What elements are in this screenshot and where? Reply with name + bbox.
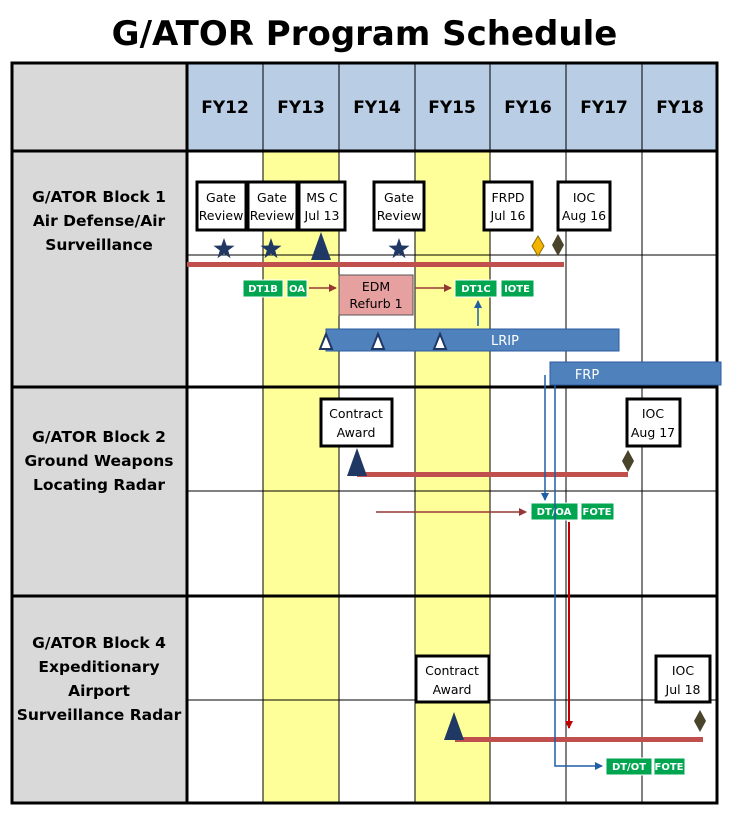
box-line: Contract bbox=[425, 663, 479, 678]
milestone-triangle-icon bbox=[444, 712, 464, 740]
milestone-box-gate-review-3: Gate Review bbox=[372, 180, 426, 232]
fy-label: FY15 bbox=[428, 98, 476, 118]
box-line: Award bbox=[337, 425, 376, 440]
milestone-triangle-icon bbox=[347, 448, 367, 476]
tag-iote: IOTE bbox=[500, 279, 535, 298]
box-line: Jul 13 bbox=[304, 208, 340, 223]
box-line: IOC bbox=[573, 190, 596, 205]
tag-text: IOTE bbox=[504, 284, 530, 295]
open-triangle-icon bbox=[370, 331, 386, 350]
fy-label: FY13 bbox=[277, 98, 325, 118]
box-line: Aug 16 bbox=[562, 208, 606, 223]
star-icon bbox=[213, 238, 235, 259]
frp-bar: FRP bbox=[549, 361, 722, 386]
fy-header-labels: FY12 FY13 FY14 FY15 FY16 FY17 FY18 bbox=[201, 98, 704, 118]
diamond-icon bbox=[552, 234, 564, 256]
milestone-triangle-icon bbox=[311, 232, 331, 260]
fy-label: FY17 bbox=[580, 98, 628, 118]
tag-dt1c: DT1C bbox=[454, 279, 498, 298]
row-label-line: Surveillance bbox=[45, 236, 153, 254]
lrip-label: LRIP bbox=[491, 334, 519, 349]
row-label-line: G/ATOR Block 1 bbox=[32, 188, 166, 206]
diamond-icon bbox=[531, 235, 545, 257]
star-icon bbox=[388, 238, 410, 259]
fy-label: FY14 bbox=[353, 98, 401, 118]
box-line: Jul 18 bbox=[665, 682, 701, 697]
milestone-box-contract-award-b2: Contract Award bbox=[319, 397, 394, 448]
tag-text: FOTE bbox=[583, 507, 612, 518]
edm-refurb-box: EDM Refurb 1 bbox=[338, 274, 414, 316]
row-label-line: Expeditionary bbox=[38, 658, 159, 676]
box-line: Jul 16 bbox=[490, 208, 526, 223]
box-line: IOC bbox=[672, 663, 695, 678]
box-line: Aug 17 bbox=[631, 425, 675, 440]
tag-oa: OA bbox=[286, 279, 308, 298]
box-line: IOC bbox=[642, 406, 665, 421]
page-title: G/ATOR Program Schedule bbox=[111, 14, 618, 54]
block4-schedule-bar bbox=[455, 737, 703, 742]
milestone-box-ioc-block2: IOC Aug 17 bbox=[625, 397, 682, 448]
block1-schedule-bar bbox=[187, 262, 564, 267]
frp-label: FRP bbox=[575, 368, 600, 383]
diamond-icon bbox=[694, 710, 706, 732]
box-line: EDM bbox=[362, 279, 390, 294]
box-line: Award bbox=[433, 682, 472, 697]
row-label-line: Locating Radar bbox=[33, 476, 165, 494]
row-label-line: G/ATOR Block 2 bbox=[32, 428, 166, 446]
milestone-box-ioc-block4: IOC Jul 18 bbox=[654, 654, 712, 704]
row-label-line: Airport bbox=[68, 682, 130, 700]
open-triangle-icon bbox=[432, 331, 448, 350]
open-triangle-icon bbox=[318, 331, 334, 350]
fy-label: FY18 bbox=[656, 98, 704, 118]
diamond-icon bbox=[622, 450, 634, 472]
box-line: Review bbox=[199, 208, 244, 223]
header-row bbox=[187, 63, 717, 151]
tag-text: DT1C bbox=[461, 284, 490, 295]
tag-dt-ot: DT/OT bbox=[605, 757, 653, 776]
table-border bbox=[10, 61, 719, 805]
label-column bbox=[12, 151, 187, 803]
box-line: FRPD bbox=[491, 190, 524, 205]
tag-text: DT/OA bbox=[537, 507, 572, 518]
fy-label: FY16 bbox=[504, 98, 552, 118]
row-label-line: Air Defense/Air bbox=[33, 212, 166, 230]
tag-fote-b2: FOTE bbox=[580, 502, 615, 521]
row-label-line: Surveillance Radar bbox=[17, 706, 182, 724]
row-labels: G/ATOR Block 1 Air Defense/Air Surveilla… bbox=[17, 188, 182, 724]
milestone-box-ms-c: MS C Jul 13 bbox=[297, 180, 347, 232]
tag-text: OA bbox=[289, 284, 305, 295]
milestone-box-ioc-block1: IOC Aug 16 bbox=[556, 180, 612, 232]
milestone-box-gate-review-1: Gate Review bbox=[195, 180, 248, 232]
box-line: Review bbox=[250, 208, 295, 223]
tag-fote-b4: FOTE bbox=[653, 757, 686, 776]
box-line: Refurb 1 bbox=[349, 296, 402, 311]
box-line: Contract bbox=[329, 406, 383, 421]
row-label-line: G/ATOR Block 4 bbox=[32, 634, 166, 652]
row-label-line: Ground Weapons bbox=[24, 452, 173, 470]
tag-text: DT/OT bbox=[612, 762, 646, 773]
tag-dt1b: DT1B bbox=[242, 279, 284, 298]
block2-schedule-bar bbox=[357, 472, 628, 477]
fy-label: FY12 bbox=[201, 98, 249, 118]
box-line: MS C bbox=[306, 190, 338, 205]
star-icon bbox=[260, 238, 282, 259]
milestone-box-frpd: FRPD Jul 16 bbox=[482, 180, 534, 232]
milestone-box-gate-review-2: Gate Review bbox=[246, 180, 299, 232]
arrow-frp-to-dt-ot bbox=[554, 385, 603, 770]
tag-text: DT1B bbox=[248, 284, 278, 295]
box-line: Gate bbox=[257, 190, 287, 205]
box-line: Review bbox=[377, 208, 422, 223]
tag-text: FOTE bbox=[655, 762, 684, 773]
milestone-box-contract-award-b4: Contract Award bbox=[414, 654, 491, 704]
box-line: Gate bbox=[206, 190, 236, 205]
corner-cell bbox=[12, 63, 187, 151]
lrip-bar: LRIP bbox=[325, 328, 620, 352]
box-line: Gate bbox=[384, 190, 414, 205]
